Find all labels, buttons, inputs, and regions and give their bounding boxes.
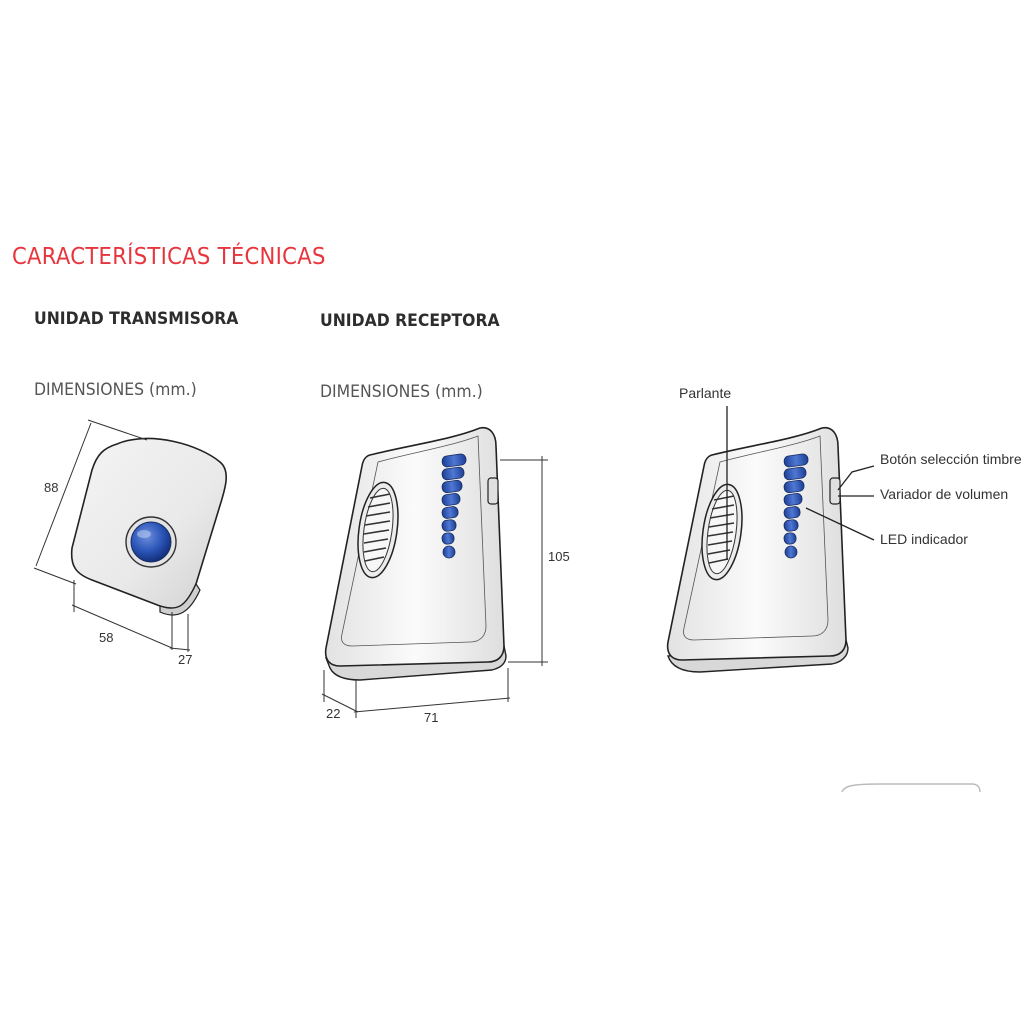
callout-led: LED indicador — [880, 531, 968, 547]
transmitter-heading: UNIDAD TRANSMISORA — [34, 309, 239, 329]
receiver-width-label: 71 — [424, 710, 438, 725]
receiver-annotated-drawing: Parlante Botón selección timbre Variador… — [666, 385, 1022, 673]
transmitter-drawing: 88 58 27 — [33, 419, 228, 667]
callout-speaker: Parlante — [679, 385, 731, 401]
receiver-heading: UNIDAD RECEPTORA — [320, 311, 500, 331]
transmitter-depth-label: 27 — [178, 652, 192, 667]
transmitter-height-label: 88 — [44, 480, 58, 495]
callout-tone-button: Botón selección timbre — [880, 451, 1022, 467]
partial-element — [841, 783, 981, 793]
receiver-dimensions-label: DIMENSIONES (mm.) — [320, 382, 483, 402]
receiver-drawing: 105 22 71 — [321, 426, 570, 725]
transmitter-width-label: 58 — [99, 630, 113, 645]
receiver-body — [324, 426, 505, 667]
annotated-led-bars — [783, 453, 809, 559]
section-title: CARACTERÍSTICAS TÉCNICAS — [12, 244, 326, 270]
receiver-height-label: 105 — [548, 549, 570, 564]
transmitter-dimensions-label: DIMENSIONES (mm.) — [34, 380, 197, 400]
receiver-led-bars — [441, 453, 467, 559]
callout-volume: Variador de volumen — [880, 486, 1008, 502]
receiver-depth-label: 22 — [326, 706, 340, 721]
